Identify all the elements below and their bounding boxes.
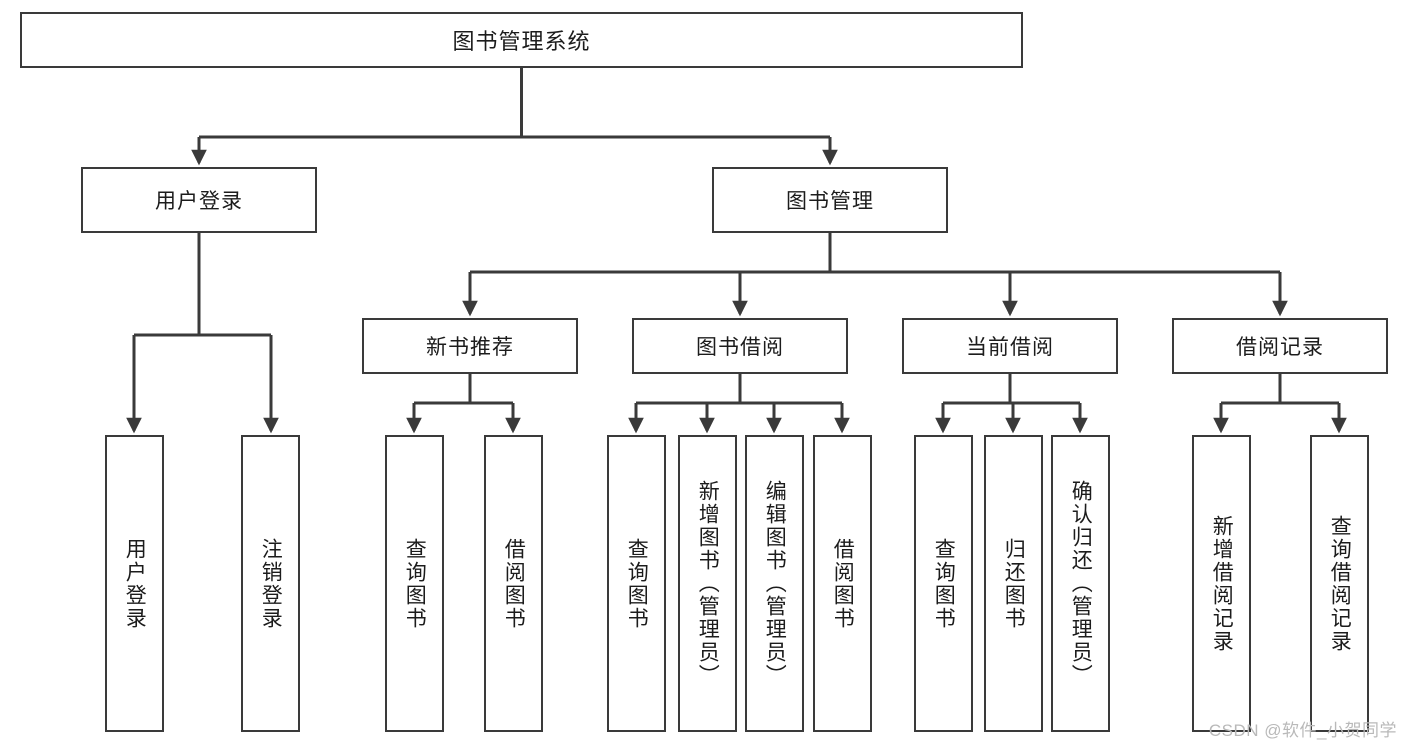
node-leaf-user-logout[interactable]: 注销登录 bbox=[241, 435, 300, 732]
node-leaf-query-books-current-label: 查询图书 bbox=[932, 537, 956, 630]
node-leaf-confirm-return-admin[interactable]: 确认归还（管理员） bbox=[1051, 435, 1110, 732]
node-leaf-user-login[interactable]: 用户登录 bbox=[105, 435, 164, 732]
node-new-book-recommend[interactable]: 新书推荐 bbox=[362, 318, 578, 374]
node-leaf-query-borrow-record[interactable]: 查询借阅记录 bbox=[1310, 435, 1369, 732]
node-leaf-add-book-admin[interactable]: 新增图书（管理员） bbox=[678, 435, 737, 732]
node-book-borrow[interactable]: 图书借阅 bbox=[632, 318, 848, 374]
watermark: CSDN @软件_小贺同学 bbox=[1208, 721, 1397, 740]
node-leaf-user-logout-label: 注销登录 bbox=[259, 537, 283, 630]
node-book-borrow-label: 图书借阅 bbox=[696, 336, 784, 359]
node-leaf-return-books[interactable]: 归还图书 bbox=[984, 435, 1043, 732]
node-leaf-query-books-current[interactable]: 查询图书 bbox=[914, 435, 973, 732]
node-leaf-query-books-rec-label: 查询图书 bbox=[403, 537, 427, 630]
node-leaf-add-borrow-record[interactable]: 新增借阅记录 bbox=[1192, 435, 1251, 732]
node-current-borrow-label: 当前借阅 bbox=[966, 336, 1054, 359]
node-leaf-borrow-books-label: 借阅图书 bbox=[831, 537, 855, 630]
node-leaf-edit-book-admin-label: 编辑图书（管理员） bbox=[763, 480, 787, 687]
node-book-manage[interactable]: 图书管理 bbox=[712, 167, 948, 233]
node-borrow-record[interactable]: 借阅记录 bbox=[1172, 318, 1388, 374]
node-leaf-query-books-borrow-label: 查询图书 bbox=[625, 537, 649, 630]
node-leaf-confirm-return-admin-label: 确认归还（管理员） bbox=[1069, 480, 1093, 687]
node-leaf-query-books-rec[interactable]: 查询图书 bbox=[385, 435, 444, 732]
node-leaf-add-borrow-record-label: 新增借阅记录 bbox=[1210, 514, 1234, 653]
node-leaf-return-books-label: 归还图书 bbox=[1002, 537, 1026, 630]
node-leaf-user-login-label: 用户登录 bbox=[123, 537, 147, 630]
node-user-login[interactable]: 用户登录 bbox=[81, 167, 317, 233]
node-leaf-borrow-books[interactable]: 借阅图书 bbox=[813, 435, 872, 732]
node-leaf-borrow-books-rec[interactable]: 借阅图书 bbox=[484, 435, 543, 732]
node-borrow-record-label: 借阅记录 bbox=[1236, 336, 1324, 359]
node-user-login-label: 用户登录 bbox=[155, 190, 243, 213]
node-leaf-add-book-admin-label: 新增图书（管理员） bbox=[696, 480, 720, 687]
node-root-label: 图书管理系统 bbox=[452, 29, 591, 54]
node-leaf-edit-book-admin[interactable]: 编辑图书（管理员） bbox=[745, 435, 804, 732]
node-new-book-recommend-label: 新书推荐 bbox=[426, 336, 514, 359]
node-book-manage-label: 图书管理 bbox=[786, 190, 874, 213]
node-leaf-query-books-borrow[interactable]: 查询图书 bbox=[607, 435, 666, 732]
node-root[interactable]: 图书管理系统 bbox=[20, 12, 1023, 68]
node-current-borrow[interactable]: 当前借阅 bbox=[902, 318, 1118, 374]
node-leaf-query-borrow-record-label: 查询借阅记录 bbox=[1328, 514, 1352, 653]
node-leaf-borrow-books-rec-label: 借阅图书 bbox=[502, 537, 526, 630]
